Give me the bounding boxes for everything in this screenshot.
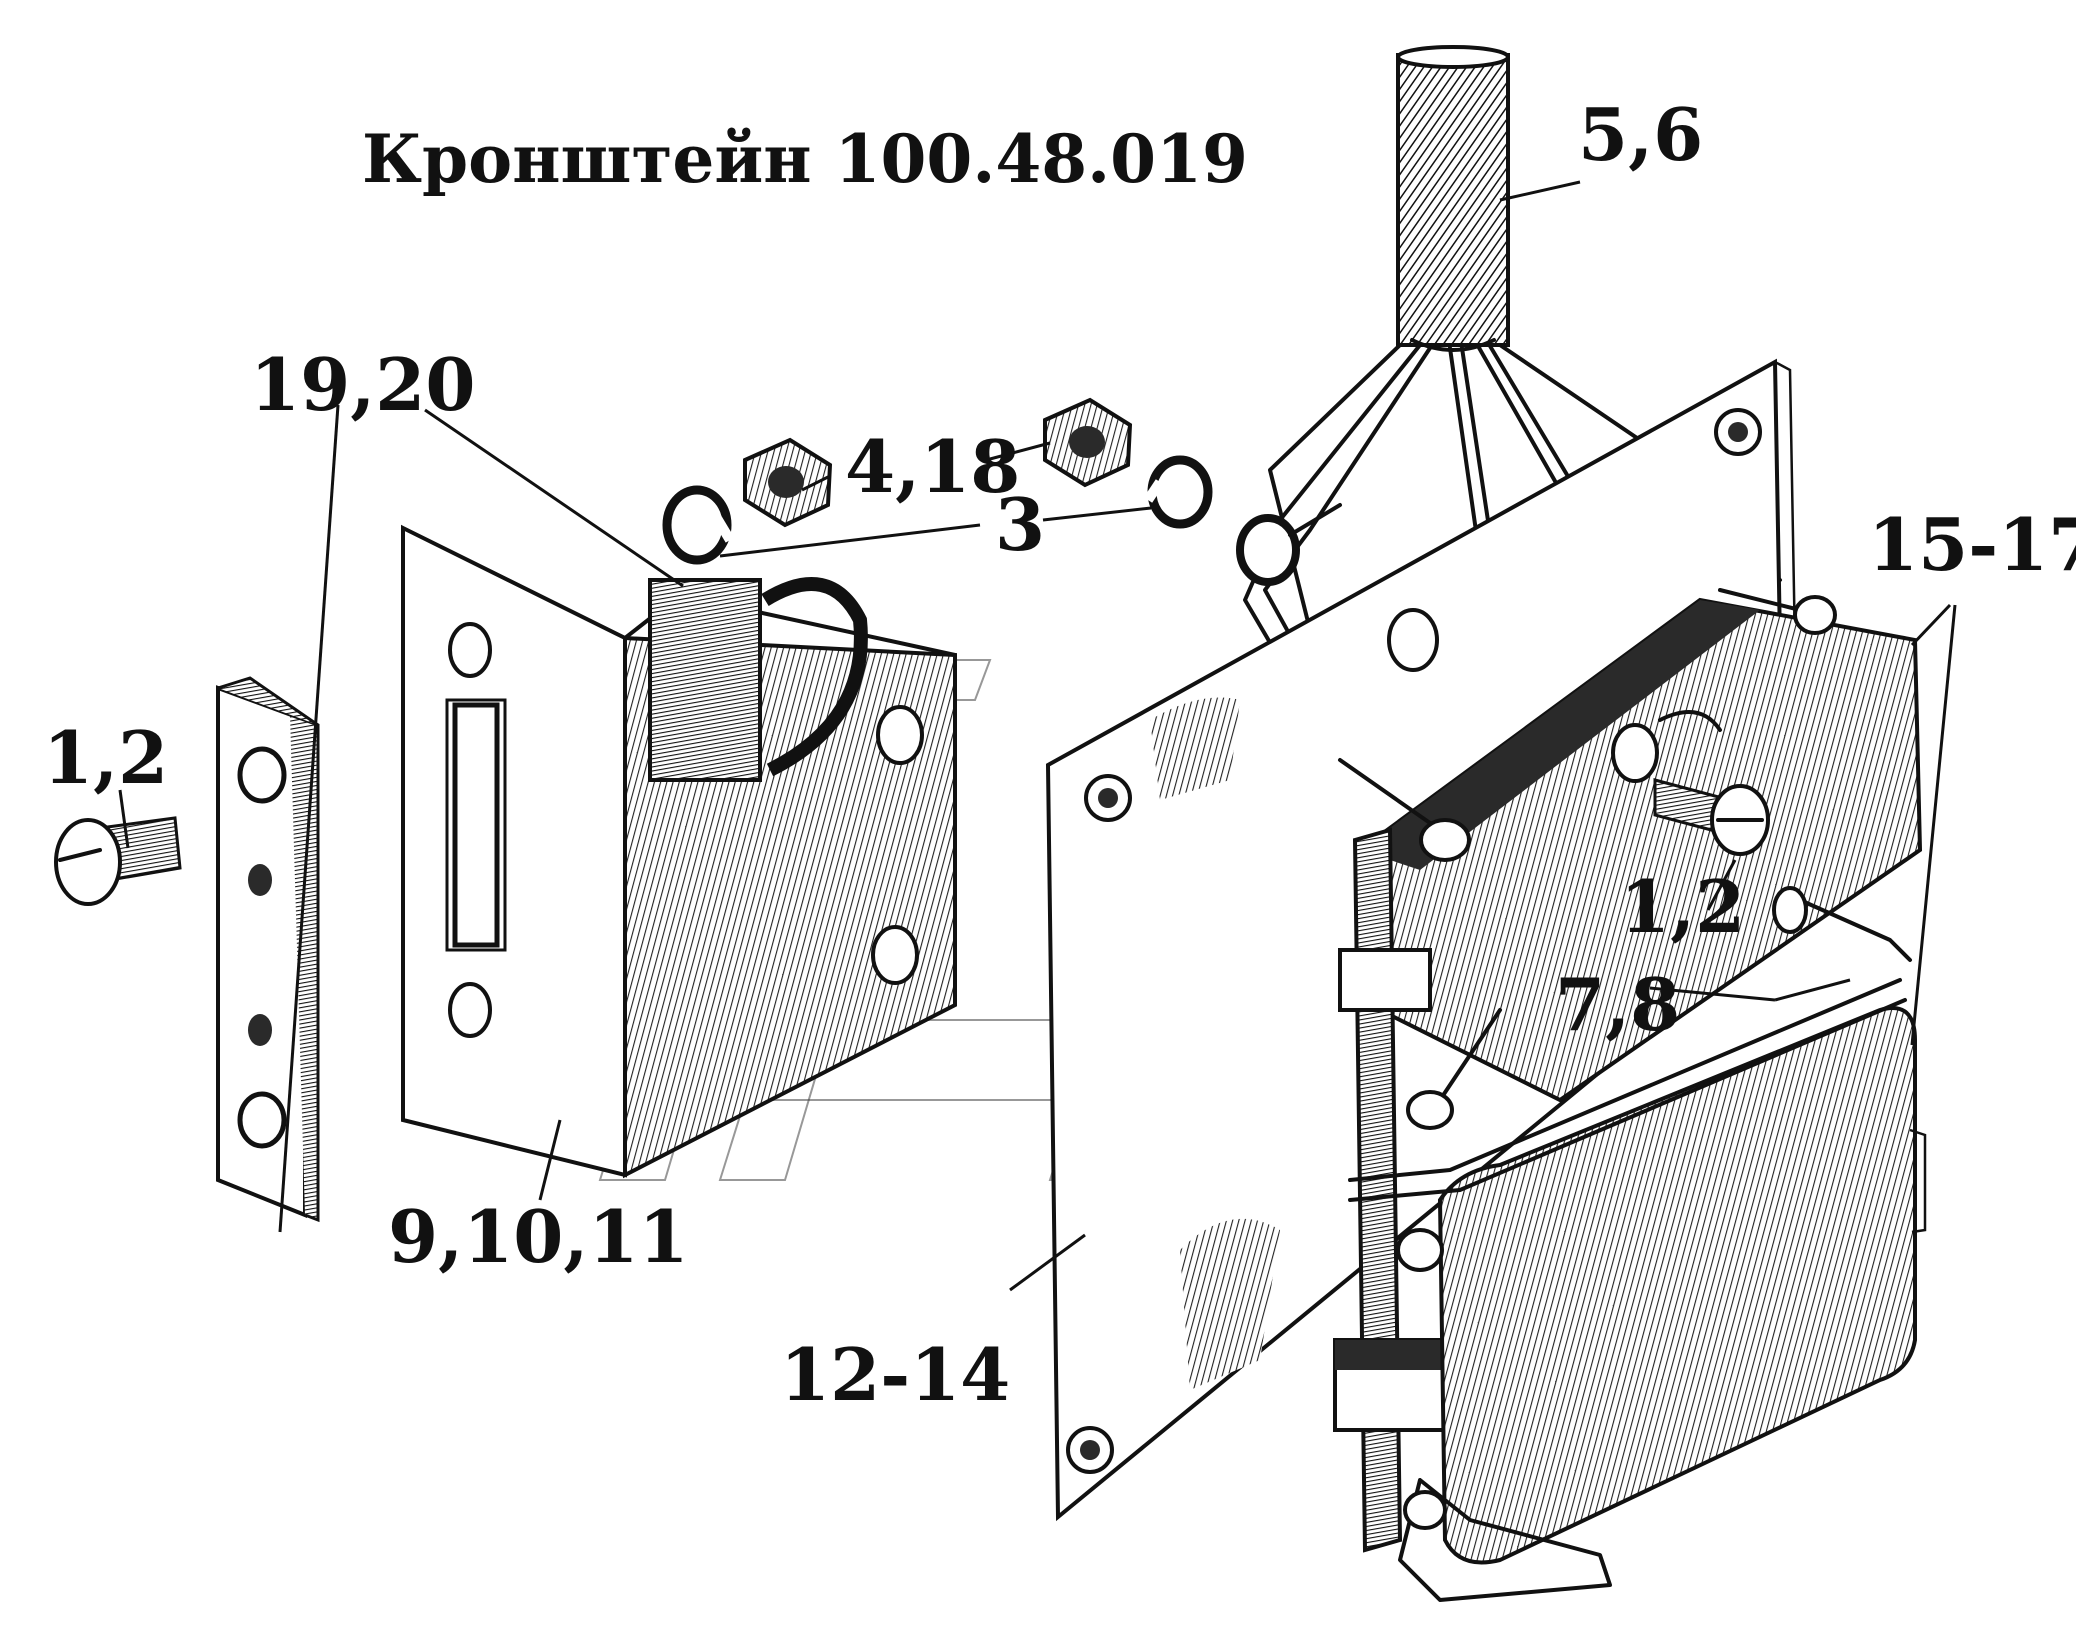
callout-9-10-11: 9,10,11 [388, 1194, 689, 1279]
callout-12-14: 12-14 [780, 1332, 1010, 1417]
callout-labels: 5,6 19,20 4,18 3 15-17 1,2 1,2 7,8 9,10,… [43, 92, 2076, 1417]
wire-terminals [1338, 588, 1912, 1530]
callout-1-2-left: 1,2 [43, 715, 168, 800]
diagram-title: Кронштейн 100.48.019 [362, 120, 1248, 198]
callout-19-20: 19,20 [250, 342, 475, 427]
washer-left-part [662, 485, 735, 565]
angle-bracket-part [401, 524, 957, 1179]
callout-5-6: 5,6 [1578, 92, 1703, 177]
callout-1-2-right: 1,2 [1620, 864, 1745, 949]
callout-4-18: 4,18 [845, 424, 1020, 509]
screw-right-part [1653, 778, 1770, 856]
ring-terminal [1236, 503, 1342, 586]
callout-15-17: 15-17 [1868, 502, 2076, 587]
washer-right-part [1143, 455, 1213, 529]
leader-lines [118, 180, 1957, 1292]
cable-part [1396, 45, 1510, 352]
nut-left-part [743, 437, 833, 528]
callout-3: 3 [995, 482, 1045, 567]
strip-part [216, 676, 320, 1223]
callout-7-8: 7,8 [1555, 962, 1680, 1047]
screw-left-part [54, 816, 182, 906]
nut-right-part [1043, 397, 1133, 488]
side-bracket-stack [1333, 827, 1457, 1553]
